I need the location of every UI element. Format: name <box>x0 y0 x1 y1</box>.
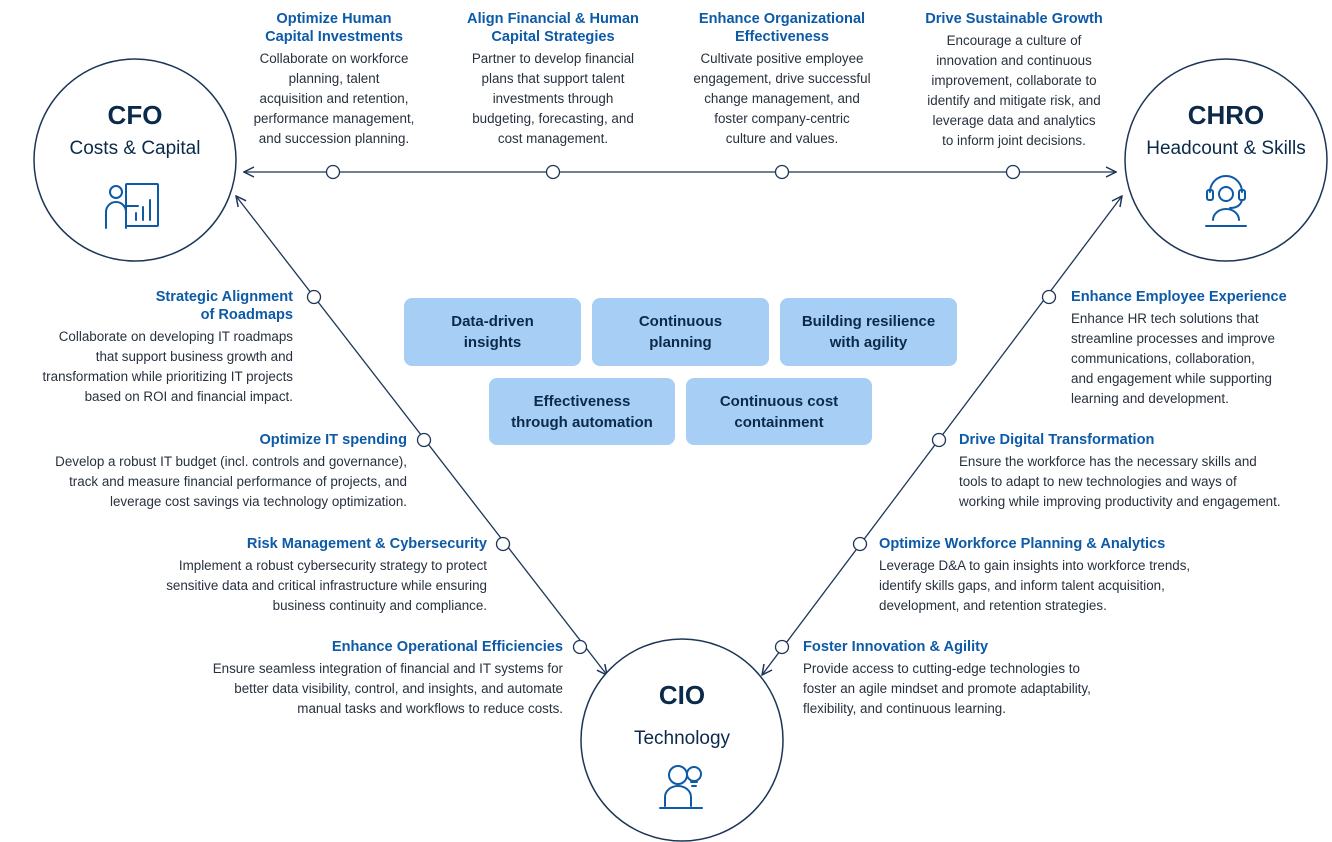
cio-name: CIO <box>659 680 705 710</box>
pill-building-resilience: Building resilience with agility <box>780 298 957 366</box>
headset-person-icon <box>1205 175 1247 227</box>
line-node <box>774 639 790 655</box>
presenter-chart-icon <box>105 183 159 229</box>
top-text-1: Optimize Human Capital Investments Colla… <box>236 10 432 149</box>
top-title-3: Enhance Organizational Effectiveness <box>698 11 866 45</box>
right-body-4: Provide access to cutting-edge technolog… <box>803 661 1091 716</box>
top-body-1: Collaborate on workforce planning, talen… <box>253 51 415 146</box>
cio-subtitle: Technology <box>634 728 731 749</box>
left-title-3: Risk Management & Cybersecurity <box>246 536 487 552</box>
line-node <box>1005 164 1021 180</box>
line-node <box>416 432 432 448</box>
right-title-1: Enhance Employee Experience <box>1071 289 1287 305</box>
right-text-3: Optimize Workforce Planning & Analytics … <box>879 535 1239 616</box>
line-nodes <box>306 164 1057 655</box>
chro-subtitle: Headcount & Skills <box>1146 138 1305 159</box>
top-text-2: Align Financial & Human Capital Strategi… <box>448 10 658 149</box>
line-node <box>774 164 790 180</box>
top-body-2: Partner to develop financial plans that … <box>471 51 635 146</box>
right-body-3: Leverage D&A to gain insights into workf… <box>879 558 1191 613</box>
person-lightbulb-icon <box>659 765 703 809</box>
left-text-2: Optimize IT spending Develop a robust IT… <box>0 431 407 512</box>
right-title-4: Foster Innovation & Agility <box>803 639 989 655</box>
right-body-1: Enhance HR tech solutions that streamlin… <box>1071 311 1275 406</box>
line-node <box>572 639 588 655</box>
cfo-subtitle: Costs & Capital <box>70 138 201 159</box>
right-text-1: Enhance Employee Experience Enhance HR t… <box>1071 288 1326 409</box>
cfo-name: CFO <box>108 100 163 130</box>
top-text-3: Enhance Organizational Effectiveness Cul… <box>672 10 892 149</box>
left-body-4: Ensure seamless integration of financial… <box>212 661 563 716</box>
line-node <box>306 289 322 305</box>
left-title-4: Enhance Operational Efficiencies <box>331 639 563 655</box>
top-text-4: Drive Sustainable Growth Encourage a cul… <box>898 10 1130 151</box>
right-body-2: Ensure the workforce has the necessary s… <box>959 454 1281 509</box>
right-text-2: Drive Digital Transformation Ensure the … <box>959 431 1329 512</box>
chro-node: CHRO Headcount & Skills <box>1124 58 1328 262</box>
pill-data-driven-insights: Data-driven insights <box>404 298 581 366</box>
left-title-1: Strategic Alignment of Roadmaps <box>155 289 293 323</box>
pill-effectiveness-automation: Effectiveness through automation <box>489 378 675 445</box>
top-title-2: Align Financial & Human Capital Strategi… <box>467 11 639 45</box>
left-text-3: Risk Management & Cybersecurity Implemen… <box>60 535 487 616</box>
left-text-4: Enhance Operational Efficiencies Ensure … <box>120 638 563 719</box>
right-text-4: Foster Innovation & Agility Provide acce… <box>803 638 1143 719</box>
line-node <box>545 164 561 180</box>
pill-cost-containment: Continuous cost containment <box>686 378 872 445</box>
line-node <box>852 536 868 552</box>
top-title-4: Drive Sustainable Growth <box>925 11 1103 27</box>
left-body-1: Collaborate on developing IT roadmaps th… <box>42 329 293 404</box>
top-title-1: Optimize Human Capital Investments <box>265 11 403 45</box>
left-text-1: Strategic Alignment of Roadmaps Collabor… <box>0 288 293 407</box>
top-body-3: Cultivate positive employee engagement, … <box>693 51 871 146</box>
left-body-3: Implement a robust cybersecurity strateg… <box>166 558 487 613</box>
cfo-node: CFO Costs & Capital <box>33 58 237 262</box>
cio-node: CIO Technology <box>580 638 784 842</box>
pill-continuous-planning: Continuous planning <box>592 298 769 366</box>
left-body-2: Develop a robust IT budget (incl. contro… <box>55 454 407 509</box>
right-title-2: Drive Digital Transformation <box>959 432 1155 448</box>
left-title-2: Optimize IT spending <box>259 432 407 448</box>
top-body-4: Encourage a culture of innovation and co… <box>927 33 1101 148</box>
line-node <box>325 164 341 180</box>
right-title-3: Optimize Workforce Planning & Analytics <box>879 536 1166 552</box>
line-node <box>931 432 947 448</box>
chro-name: CHRO <box>1188 100 1265 130</box>
line-node <box>495 536 511 552</box>
line-node <box>1041 289 1057 305</box>
